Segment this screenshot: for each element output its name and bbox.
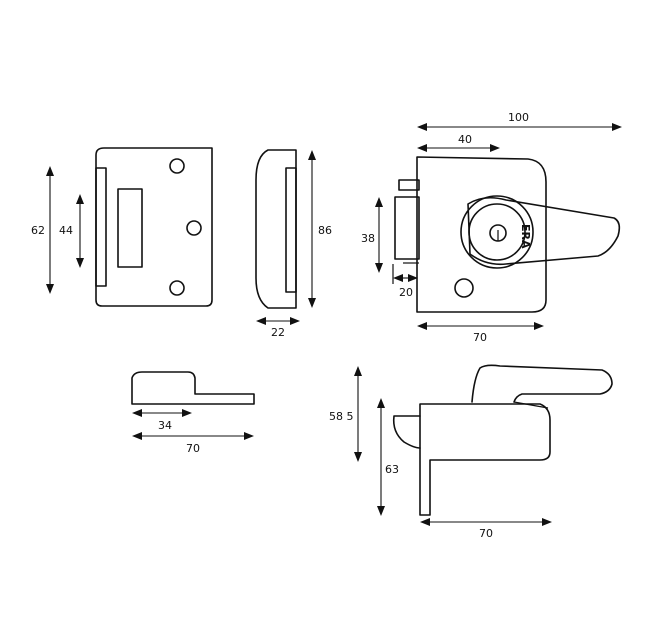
dimension-86: 86 (308, 150, 332, 308)
staple-plan-view (131, 371, 255, 405)
dimension-70-lock-front: 70 (417, 322, 544, 344)
cylinder-rose (460, 195, 534, 269)
dimension-label-70-lock-front: 70 (473, 331, 487, 344)
striker-plate-slot (117, 188, 143, 268)
dimension-label-58-5: 58 5 (329, 410, 354, 423)
side-view-flange (285, 167, 297, 293)
dimension-label-44: 44 (59, 224, 73, 237)
dimension-22: 22 (256, 317, 300, 339)
dimension-label-63: 63 (385, 463, 399, 476)
dimension-label-100: 100 (508, 111, 529, 124)
lock-snib (398, 179, 420, 191)
dimension-label-20: 20 (399, 286, 413, 299)
dimension-label-40: 40 (458, 133, 472, 146)
staple-outline (131, 371, 255, 405)
side-bolt (392, 415, 421, 449)
release-button (454, 278, 474, 298)
dimension-label-86: 86 (318, 224, 332, 237)
lock-body-outline (416, 156, 547, 313)
dimension-62: 62 (31, 166, 54, 294)
dimension-40: 40 (417, 133, 500, 152)
dimension-label-62: 62 (31, 224, 45, 237)
screw-hole-top (169, 158, 185, 174)
dimension-label-70-side: 70 (479, 527, 493, 540)
dimension-label-34: 34 (158, 419, 172, 432)
dimension-100: 100 (417, 111, 622, 131)
era-logo: ERA (519, 224, 532, 249)
dimension-label-70-staple: 70 (186, 442, 200, 455)
cylinder-ring (468, 203, 526, 261)
dimension-70-staple: 70 (132, 432, 254, 455)
striker-plate-outline (95, 147, 213, 307)
lock-handle (467, 196, 621, 266)
side-view (255, 149, 297, 309)
side-handle (471, 364, 613, 403)
lock-front-view: ERA (394, 156, 621, 313)
dimension-34: 34 (132, 409, 192, 432)
striker-plate-flange (95, 167, 107, 287)
dimension-44: 44 (59, 194, 84, 268)
side-body (419, 403, 551, 516)
striker-plate-front-view (95, 147, 213, 307)
dimension-63: 63 (377, 398, 399, 516)
dimension-label-22: 22 (271, 326, 285, 339)
dimension-38: 38 (361, 197, 383, 273)
screw-hole-bottom (169, 280, 185, 296)
dimension-20: 20 (392, 264, 418, 299)
dimension-70-side: 70 (420, 518, 552, 540)
lock-bolt (394, 196, 420, 260)
screw-hole-middle (186, 220, 202, 236)
dimension-label-38: 38 (361, 232, 375, 245)
side-view-outline (255, 149, 297, 309)
dimension-58-5: 58 5 (329, 366, 362, 462)
lock-side-view (392, 364, 613, 516)
